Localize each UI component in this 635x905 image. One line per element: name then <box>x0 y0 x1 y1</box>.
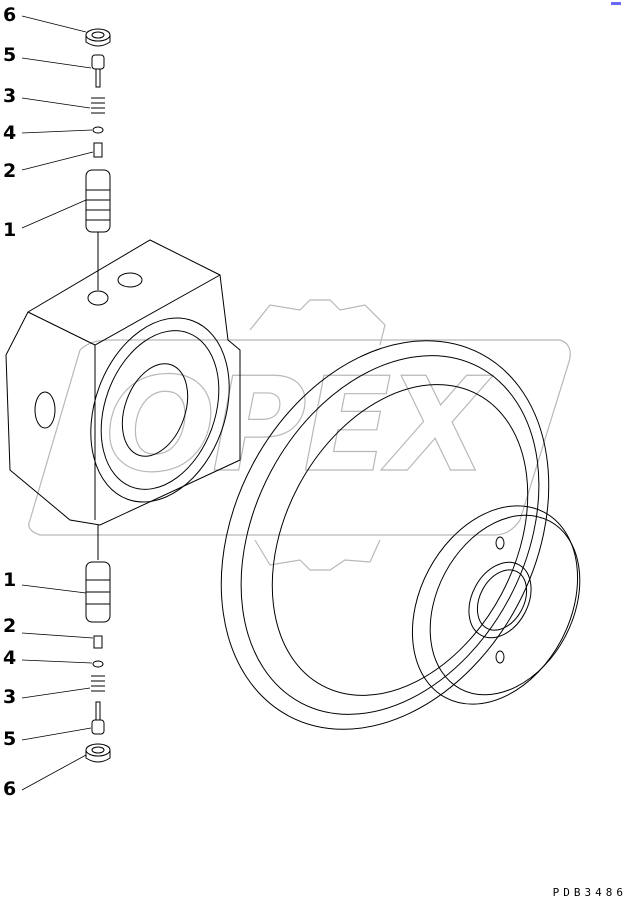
corner-mark <box>611 2 621 5</box>
drawing-code: PDB3486 <box>552 886 627 899</box>
callout-top-poppet: 2 <box>3 160 17 182</box>
motor-case-hub <box>220 340 581 730</box>
callout-top-spring: 3 <box>3 85 17 107</box>
callout-bottom-sleeve: 1 <box>3 569 17 591</box>
callout-top-plunger: 5 <box>3 44 17 66</box>
callout-top-sleeve: 1 <box>3 219 17 241</box>
opex-watermark: OPEX <box>28 299 571 571</box>
leader-lines <box>21 15 94 791</box>
callout-bottom-nut: 6 <box>3 778 17 800</box>
callout-bottom-spring: 3 <box>3 686 17 708</box>
valve-block-housing <box>5 239 241 560</box>
callout-top-oring: 4 <box>3 122 17 144</box>
callout-top-nut: 6 <box>3 4 17 26</box>
top-valve-stack <box>85 28 111 290</box>
callout-bottom-poppet: 2 <box>3 615 17 637</box>
svg-text:OPEX: OPEX <box>105 349 494 501</box>
callout-bottom-oring: 4 <box>3 647 17 669</box>
callout-bottom-plunger: 5 <box>3 728 17 750</box>
bottom-valve-stack <box>85 561 111 763</box>
